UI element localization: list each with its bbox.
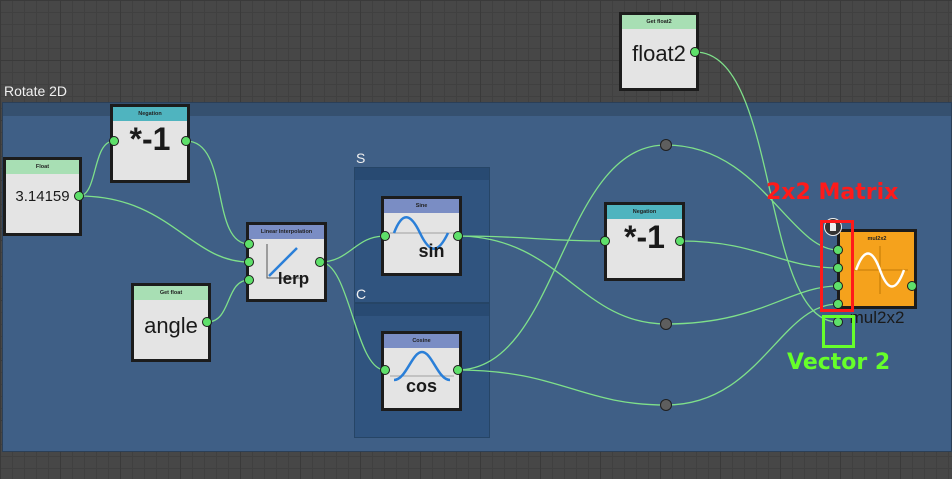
sine-wave-icon	[390, 216, 454, 250]
reroute-middle[interactable]	[660, 318, 672, 330]
negation-2-input-port[interactable]	[600, 236, 610, 246]
lerp-output-port[interactable]	[315, 257, 325, 267]
wire-angle-to-lerp-t	[206, 279, 250, 323]
get-angle-output-port[interactable]	[202, 317, 212, 327]
cosine-node[interactable]: Cosine cos	[381, 331, 462, 411]
negation-node-2[interactable]: Negation *-1	[604, 202, 685, 281]
lerp-node-title: Linear Interpolation	[249, 225, 324, 239]
negation-1-input-port[interactable]	[109, 136, 119, 146]
sine-node-value: sin	[418, 241, 445, 261]
wire-float2-to-mul	[694, 51, 839, 323]
wire-cos-to-reroute-bottom	[456, 369, 667, 406]
group-title: Rotate 2D	[4, 83, 68, 99]
mul2x2-node-value: mul2x2	[849, 308, 905, 327]
get-float2-output-port[interactable]	[690, 47, 700, 57]
get-float2-node-title: Get float2	[622, 15, 696, 29]
cosine-node-value: cos	[405, 376, 438, 396]
negation-node-1-title: Negation	[113, 107, 187, 121]
mul2x2-input-m00-port[interactable]	[833, 245, 843, 255]
negation-2-output-port[interactable]	[675, 236, 685, 246]
cosine-output-port[interactable]	[453, 365, 463, 375]
wave-icon	[852, 246, 908, 294]
sine-output-port[interactable]	[453, 231, 463, 241]
get-float2-node-value[interactable]: float2	[632, 41, 686, 66]
sine-input-port[interactable]	[380, 231, 390, 241]
mul2x2-input-m01-port[interactable]	[833, 263, 843, 273]
negation-node-1[interactable]: Negation *-1	[110, 104, 190, 183]
sine-node[interactable]: Sine sin	[381, 196, 462, 276]
get-float2-node[interactable]: Get float2 float2	[619, 12, 699, 91]
wire-negation-to-mul	[679, 240, 839, 269]
lerp-input-t-port[interactable]	[244, 275, 254, 285]
negation-node-2-title: Negation	[607, 205, 682, 219]
lerp-input-b-port[interactable]	[244, 257, 254, 267]
get-angle-node-title: Get float	[134, 286, 208, 300]
reroute-top[interactable]	[660, 139, 672, 151]
lerp-icon	[266, 244, 301, 279]
cosine-wave-icon	[390, 350, 454, 382]
mul2x2-node-title: mul2x2	[840, 232, 914, 246]
wire-float-to-negation	[78, 140, 115, 197]
float-output-port[interactable]	[74, 191, 84, 201]
group-header	[3, 103, 951, 116]
wire-lerp-to-sin	[319, 235, 386, 263]
vector-annotation: Vector 2	[787, 350, 891, 375]
mul2x2-output-port[interactable]	[907, 281, 917, 291]
reroute-bottom[interactable]	[660, 399, 672, 411]
wire-cos-to-reroute-top	[456, 144, 667, 371]
wire-sin-to-negation	[456, 235, 606, 242]
get-angle-node[interactable]: Get float angle	[131, 283, 211, 362]
sine-frame-label: S	[356, 150, 366, 166]
float-node-title: Float	[6, 160, 79, 174]
wire-lerp-to-cos	[319, 261, 386, 371]
cosine-frame-header	[355, 304, 489, 316]
float-node-value[interactable]: 3.14159	[15, 188, 70, 205]
wire-negation-to-lerp-a	[185, 140, 250, 245]
lerp-input-a-port[interactable]	[244, 239, 254, 249]
negation-1-output-port[interactable]	[181, 136, 191, 146]
sine-node-title: Sine	[384, 199, 459, 213]
sine-frame-header	[355, 168, 489, 180]
negation-node-2-value: *-1	[624, 219, 665, 255]
cosine-frame-label: C	[356, 286, 367, 302]
cosine-input-port[interactable]	[380, 365, 390, 375]
float-node[interactable]: Float 3.14159	[3, 157, 82, 236]
matrix-highlight-box	[820, 220, 854, 312]
vector-highlight-box	[822, 315, 855, 348]
negation-node-1-value: *-1	[129, 121, 171, 157]
mul2x2-input-m11-port[interactable]	[833, 299, 843, 309]
wire-float-to-lerp-b	[78, 195, 250, 263]
wire-sin-to-reroute-mid	[456, 235, 667, 325]
mul2x2-input-m10-port[interactable]	[833, 281, 843, 291]
get-angle-node-value[interactable]: angle	[144, 313, 198, 338]
cosine-node-title: Cosine	[384, 334, 459, 348]
mul2x2-node[interactable]: mul2x2 mul2x2	[837, 229, 917, 327]
wire-reroute-mid-to-mul	[665, 285, 839, 325]
wire-reroute-bottom-to-mul	[665, 303, 839, 406]
matrix-annotation: 2x2 Matrix	[766, 180, 899, 205]
lerp-node-value: lerp	[277, 269, 310, 288]
